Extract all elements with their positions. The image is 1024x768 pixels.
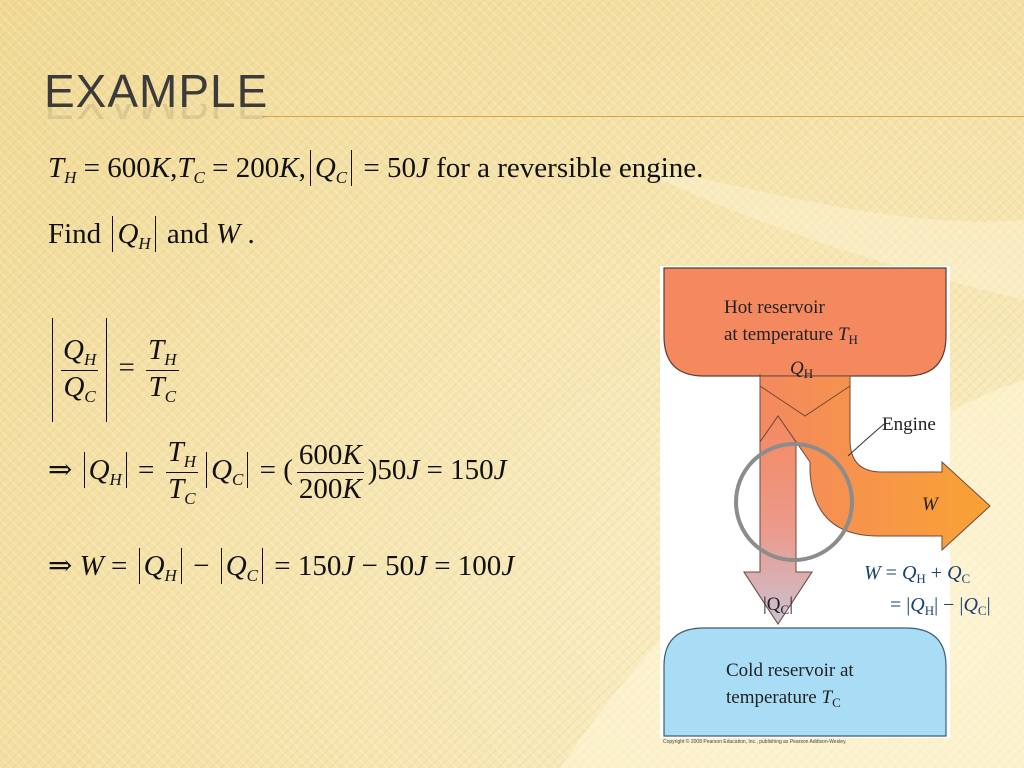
engine-pointer <box>847 423 885 457</box>
heat-engine-diagram: Hot reservoir at temperature TH QH Engin… <box>660 266 991 738</box>
copyright-notice: Copyright © 2008 Pearson Education, Inc.… <box>663 739 847 745</box>
work-relation-line2: = |QH| − |QC| <box>890 594 991 618</box>
intake-v-notch <box>759 385 851 417</box>
hot-reservoir <box>663 267 947 377</box>
engine-label: Engine <box>882 414 936 435</box>
problem-statement-line2: Find QH and W . <box>48 216 255 253</box>
hot-reservoir-label-line1: Hot reservoir <box>724 297 825 318</box>
page-title: EXAMPLE <box>44 65 269 117</box>
hot-reservoir-label-line2: at temperature TH <box>724 324 858 347</box>
qc-label: |QC| <box>763 594 793 617</box>
title-divider <box>262 116 1024 117</box>
work-equation: ⇒ W = QH − QC = 150J − 50J = 100J <box>48 548 515 585</box>
cold-reservoir <box>663 627 947 737</box>
work-relation-line1: W = QH + QC <box>864 562 970 586</box>
problem-statement-line1: TH = 600K,TC = 200K,QC = 50J for a rever… <box>48 150 704 187</box>
engine-circle <box>734 442 854 562</box>
work-label: W <box>922 494 940 515</box>
cold-flow-column <box>743 415 813 625</box>
heat-flow-body <box>759 375 991 552</box>
cold-reservoir-label-line1: Cold reservoir at <box>726 660 854 681</box>
cold-reservoir-label-line2: temperature TC <box>726 687 841 710</box>
page-title-reflection: EXAMPLE <box>44 104 268 130</box>
qh-label: QH <box>790 358 813 381</box>
